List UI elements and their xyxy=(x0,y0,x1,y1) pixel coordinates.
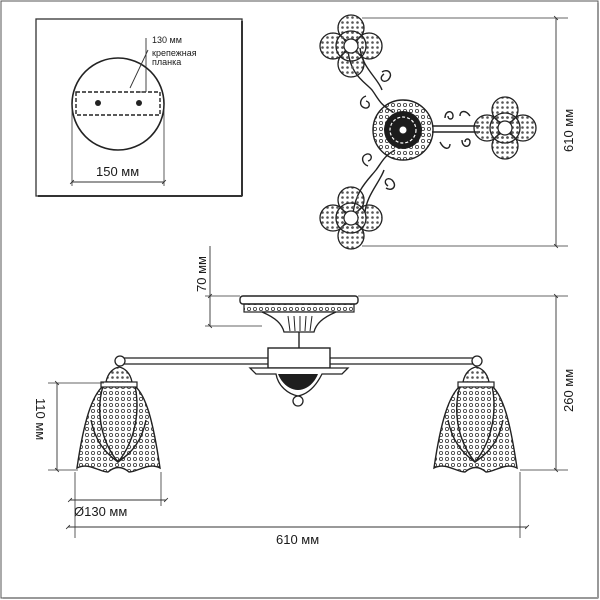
ceiling-plate-circle xyxy=(71,57,165,151)
top-view-shade-right xyxy=(473,96,537,160)
arm xyxy=(114,355,483,367)
bracket-hole-right xyxy=(136,100,142,106)
top-view-drawing: 610 мм xyxy=(319,14,576,250)
top-view-span-label: 610 мм xyxy=(561,109,576,152)
total-width-label: 610 мм xyxy=(276,532,319,547)
shade-height-label: 110 мм xyxy=(33,398,48,440)
top-view-shade-top xyxy=(319,14,383,78)
canopy xyxy=(239,295,359,407)
mounting-bracket xyxy=(75,91,161,116)
side-view-drawing: 70 мм 260 мм 110 мм Ø130 мм 610 мм xyxy=(33,246,576,547)
top-view-shade-bottom xyxy=(319,186,383,250)
mounting-plate-detail: 130 мм крепежная планка 150 мм xyxy=(35,18,243,197)
shade-left xyxy=(76,366,161,473)
total-height-label: 260 мм xyxy=(561,369,576,412)
bracket-label-line2: планка xyxy=(152,57,181,67)
top-view-center-rosette xyxy=(372,99,434,161)
canopy-height-label: 70 мм xyxy=(194,256,209,292)
bracket-label-line1: крепежная xyxy=(152,48,197,58)
shade-right xyxy=(433,366,518,473)
plate-depth-label: 130 мм xyxy=(152,35,182,45)
plate-width-label: 150 мм xyxy=(96,164,139,179)
bracket-hole-left xyxy=(95,100,101,106)
shade-diameter-label: Ø130 мм xyxy=(74,504,127,519)
